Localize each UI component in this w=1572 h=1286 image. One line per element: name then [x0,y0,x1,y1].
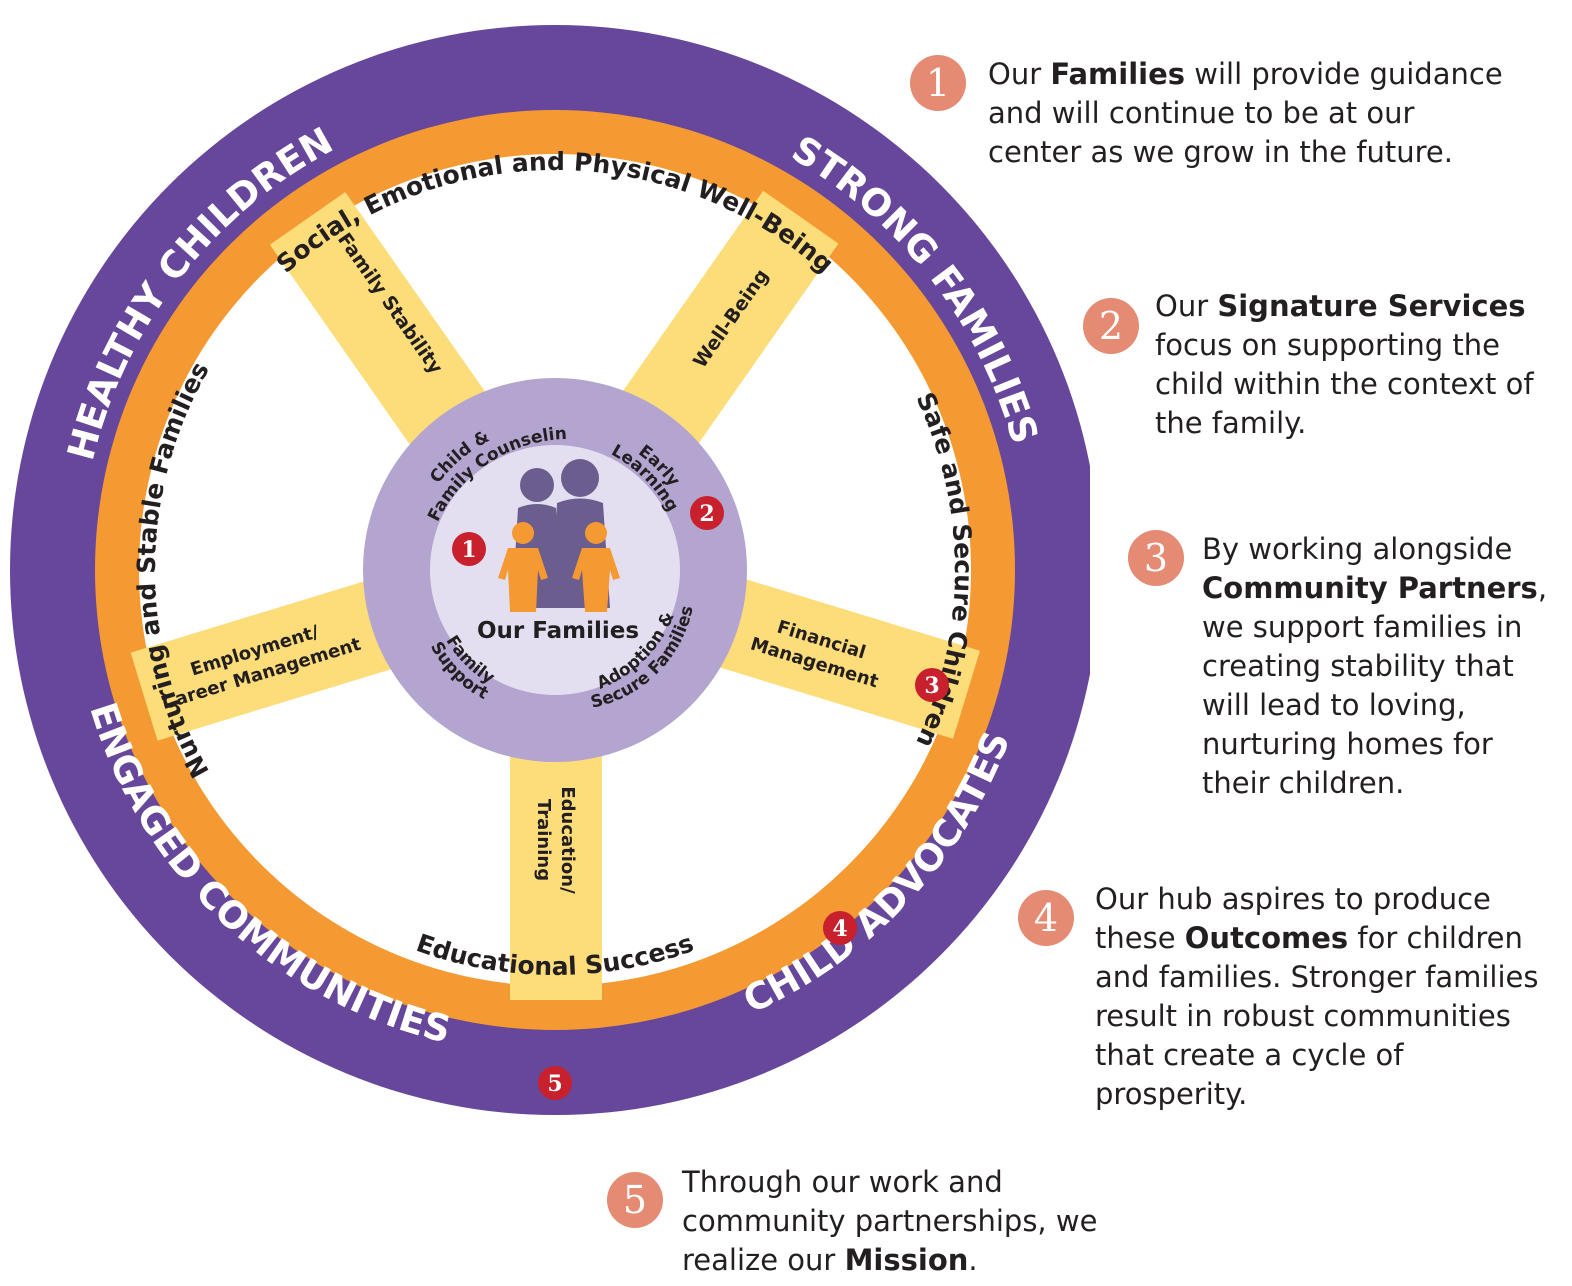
hub-center-label: Our Families [477,618,639,644]
marker-5: 5 [538,1066,572,1100]
note-5-number: 5 [607,1172,663,1228]
family-icon [498,459,620,612]
spoke-label-education-line1: Education/ [557,786,578,894]
note-2-post: focus on supporting the child within the… [1155,328,1534,440]
note-5-post: . [968,1243,978,1277]
svg-text:2: 2 [699,501,714,527]
note-1-bold: Families [1050,57,1186,91]
note-2-text: Our Signature Services focus on supporti… [1155,287,1540,443]
note-4-pre: Our hub aspires to produce these [1095,882,1491,955]
note-4-post: for children and families. Stronger fami… [1095,921,1539,1111]
svg-text:1: 1 [461,537,476,563]
marker-3: 3 [915,668,949,702]
marker-1: 1 [452,532,486,566]
note-5-bold: Mission [844,1243,969,1277]
note-4-text: Our hub aspires to produce these Outcome… [1095,880,1555,1114]
svg-text:4: 4 [832,916,847,942]
note-3-text: By working alongside Community Partners,… [1202,530,1564,803]
note-2-number: 2 [1083,298,1139,354]
program-wheel: Our Families Child & Family Counseling E… [8,0,1090,1115]
note-5-pre: Through our work and community partnersh… [682,1165,1098,1277]
note-5-text: Through our work and community partnersh… [682,1163,1152,1280]
note-2-pre: Our [1155,289,1218,323]
note-1-pre: Our [988,57,1051,91]
spoke-label-education: Education/ Training [533,786,578,894]
note-1-number: 1 [910,55,966,111]
note-1-post: will provide guidance and will continue … [988,57,1503,169]
note-2-bold: Signature Services [1217,289,1526,323]
spoke-label-education-line2: Training [533,799,554,881]
note-4-number: 4 [1018,890,1074,946]
marker-4: 4 [823,911,857,945]
svg-text:3: 3 [924,673,939,699]
note-4-bold: Outcomes [1184,921,1349,955]
marker-2: 2 [690,496,724,530]
note-3-pre: By working alongside [1202,532,1513,566]
note-3-post: , we support families in creating stabil… [1202,571,1548,800]
note-3-bold: Community Partners [1202,571,1538,605]
note-3-number: 3 [1128,530,1184,586]
svg-text:5: 5 [547,1071,562,1097]
note-1-text: Our Families will provide guidance and w… [988,55,1508,172]
